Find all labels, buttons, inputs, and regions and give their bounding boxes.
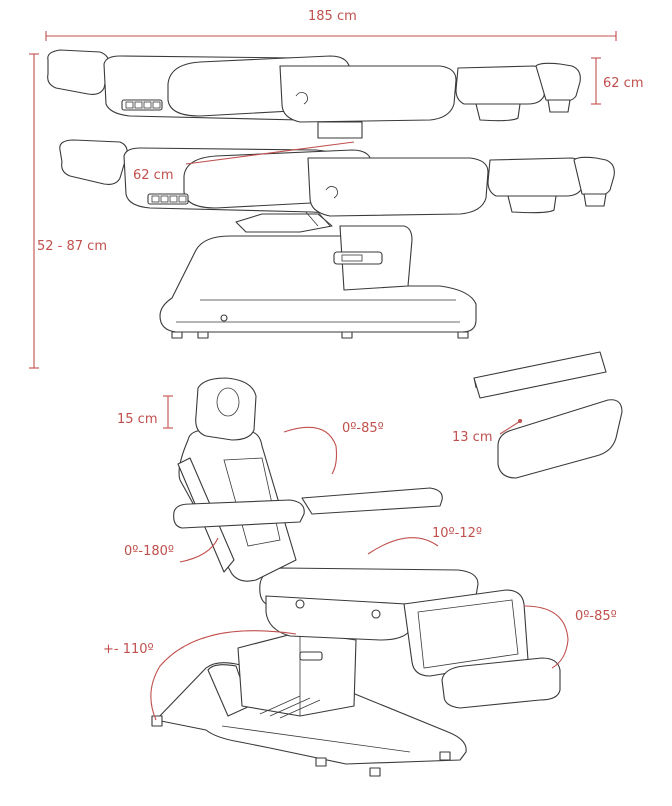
gap-label: 13 cm xyxy=(452,430,493,445)
seat-angle-arc xyxy=(367,537,439,555)
length-label: 185 cm xyxy=(308,9,357,24)
armrest-angle-label: 0º-180º xyxy=(124,544,175,559)
legrest-angle-arc xyxy=(523,605,569,669)
headrest-height-label: 15 cm xyxy=(117,412,158,427)
rotation-angle-label: +- 110º xyxy=(103,642,154,657)
width-dimension-line xyxy=(185,141,355,165)
legrest-angle-label: 0º-85º xyxy=(575,609,617,624)
thickness-label: 62 cm xyxy=(603,76,644,91)
height-label: 52 - 87 cm xyxy=(37,239,107,254)
armrest-angle-arc xyxy=(179,537,219,563)
gap-dimension-line xyxy=(499,419,523,435)
headrest-angle-arc xyxy=(283,426,338,475)
side-view-raised xyxy=(59,139,615,339)
side-view-flat xyxy=(47,49,581,139)
width-label: 62 cm xyxy=(133,168,174,183)
dimension-lines xyxy=(29,31,617,721)
perspective-view xyxy=(151,351,623,777)
seat-angle-label: 10º-12º xyxy=(432,526,483,541)
headrest-angle-label: 0º-85º xyxy=(342,421,384,436)
rotation-angle-arc xyxy=(150,630,297,721)
